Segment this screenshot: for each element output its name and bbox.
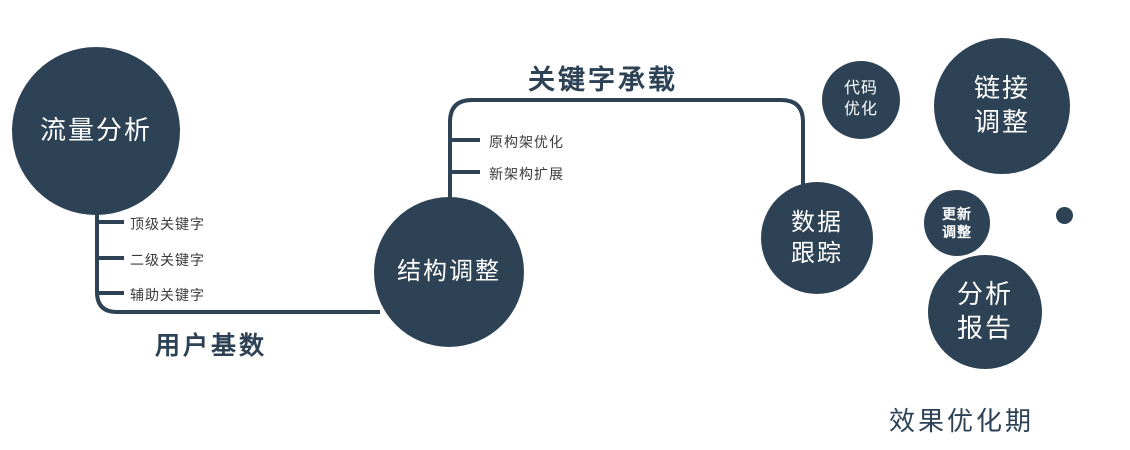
node-analysis-report-label: 分析 报告 [956,279,1013,343]
node-code-optimization: 代码 优化 [822,61,900,139]
node-structure-adjustment-label: 结构调整 [397,258,501,286]
node-update-adjustment-label: 更新 调整 [942,205,972,240]
node-traffic-analysis-label: 流量分析 [39,115,152,146]
node-data-tracking: 数据 跟踪 [761,182,873,294]
node-link-adjustment: 链接 调整 [934,38,1070,174]
node-link-adjustment-label: 链接 调整 [973,73,1030,137]
edge-structure-to-tracking [448,98,805,200]
branch-label-top-keyword: 顶级关键字 [130,216,205,232]
branch-label-arch-optimization: 原构架优化 [489,134,564,150]
node-structure-adjustment: 结构调整 [374,197,524,347]
node-data-tracking-label: 数据 跟踪 [791,208,843,267]
branch-label-auxiliary-keyword: 辅助关键字 [130,287,205,303]
edge-label-keyword-bearing: 关键字承载 [528,65,678,95]
node-analysis-report: 分析 报告 [928,255,1042,369]
branch-label-arch-expansion: 新架构扩展 [489,166,564,182]
node-update-adjustment: 更新 调整 [924,190,990,256]
caption-effect-optimization-period: 效果优化期 [889,406,1035,436]
edge-label-user-base: 用户基数 [155,332,268,360]
branch-label-secondary-keyword: 二级关键字 [130,252,205,268]
node-traffic-analysis: 流量分析 [12,47,180,215]
node-code-optimization-label: 代码 优化 [843,80,878,118]
dot-marker [1056,207,1073,224]
